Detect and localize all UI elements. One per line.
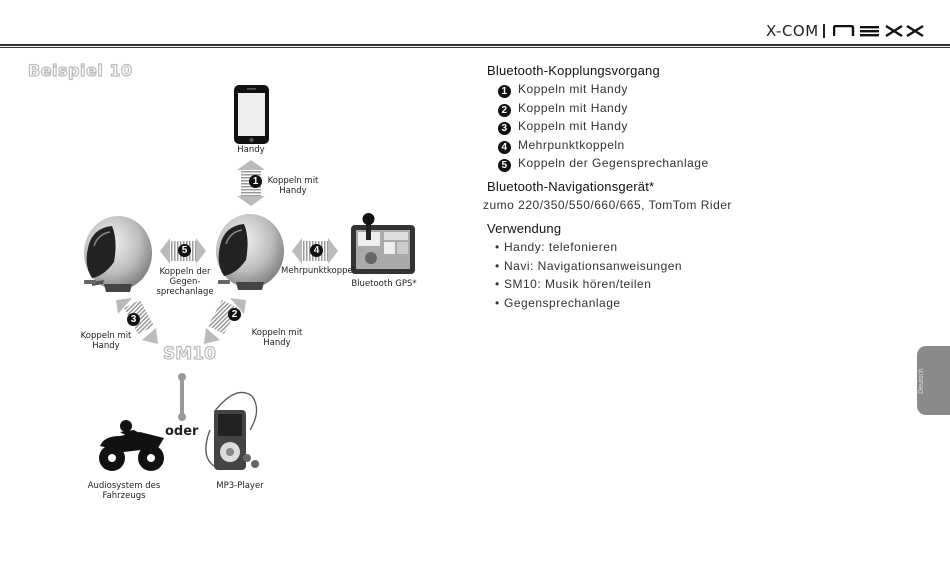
list-item: • Gegensprechanlage [495,294,682,313]
list-item-text: Koppeln mit Handy [518,100,628,115]
badge-2: 2 [228,308,241,321]
header-rule [0,44,950,46]
bullet-icon: • [495,258,500,273]
product-name: X-COM [766,22,819,40]
label-gps: Bluetooth GPS* [351,279,417,289]
label-multipoint: Mehrpunktkoppel [281,266,356,276]
list-item: 3 Koppeln mit Handy [498,117,709,136]
pairing-diagram [84,85,415,471]
sm10-connector [178,373,186,421]
number-badge: 4 [498,140,511,154]
section-navigation-heading: Bluetooth-Navigationsgerät* [487,179,655,194]
example-title: Beispiel 10 [27,60,133,80]
gps-device-icon [351,213,415,274]
number-badge: 1 [498,85,511,98]
list-item: 2 Koppeln mit Handy [498,99,709,118]
navigation-devices-text: zumo 220/350/550/660/665, TomTom Rider [483,198,732,212]
usage-list: • Handy: telefonieren • Navi: Navigationsa… [495,238,682,312]
list-item: • Navi: Navigationsanweisungen [495,257,682,276]
badge-1: 1 [249,175,262,188]
bullet-icon: • [495,277,500,291]
bullet-icon: • [495,295,500,310]
badge-4: 4 [310,244,323,257]
list-item-text: Handy: telefonieren [504,240,618,254]
list-item-text: Koppeln mit Handy [518,82,628,96]
list-item-text: Koppeln mit Handy [518,119,628,133]
diagonal-arrow-right-icon [204,298,246,344]
label-sm10: SM10 [162,343,216,364]
label-pair-phone-right: Koppeln mit Handy [251,328,303,348]
mp3-player-icon [205,391,259,470]
phone-icon [234,85,269,144]
helmet-center-icon [216,214,284,290]
number-badge: 3 [498,122,511,135]
header-separator [823,24,825,38]
number-badge: 2 [498,103,511,117]
list-item-text: SM10: Musik hören/teilen [504,277,652,291]
number-badge: 5 [498,159,511,172]
motorcycle-icon [99,420,164,471]
label-pair-phone-top: Koppeln mit Handy [267,176,319,196]
list-item-text: Gegensprechanlage [504,295,621,310]
label-pair-phone-left: Koppeln mit Handy [80,331,132,351]
list-item: 5 Koppeln der Gegensprechanlage [498,154,709,173]
list-item: 1 Koppeln mit Handy [498,80,709,99]
bullet-icon: • [495,240,500,254]
section-pairing-heading: Bluetooth-Kopplungsvorgang [487,63,660,78]
nexx-logo-icon [833,25,924,37]
header-rule-thin [0,47,950,48]
list-item: 4 Mehrpunktkoppeln [498,136,709,155]
badge-5: 5 [178,244,191,257]
language-side-tab-label: Deutsch [918,368,925,394]
list-item: • SM10: Musik hören/teilen [495,275,682,294]
language-side-tab[interactable] [917,346,950,415]
label-phone: Handy [237,145,265,155]
badge-3: 3 [127,313,140,326]
label-or: oder [165,424,199,439]
label-vehicle-audio: Audiosystem des Fahrzeugs [87,481,161,501]
label-mp3: MP3-Player [216,481,264,491]
section-usage-heading: Verwendung [487,221,562,236]
list-item-text: Koppeln der Gegensprechanlage [518,156,709,170]
label-pair-intercom: Koppeln der Gegen-sprechanlage [156,267,214,297]
helmet-left-icon [84,216,152,292]
list-item-text: Mehrpunktkoppeln [518,137,625,152]
list-item-text: Navi: Navigationsanweisungen [504,258,683,273]
list-item: • Handy: telefonieren [495,238,682,257]
